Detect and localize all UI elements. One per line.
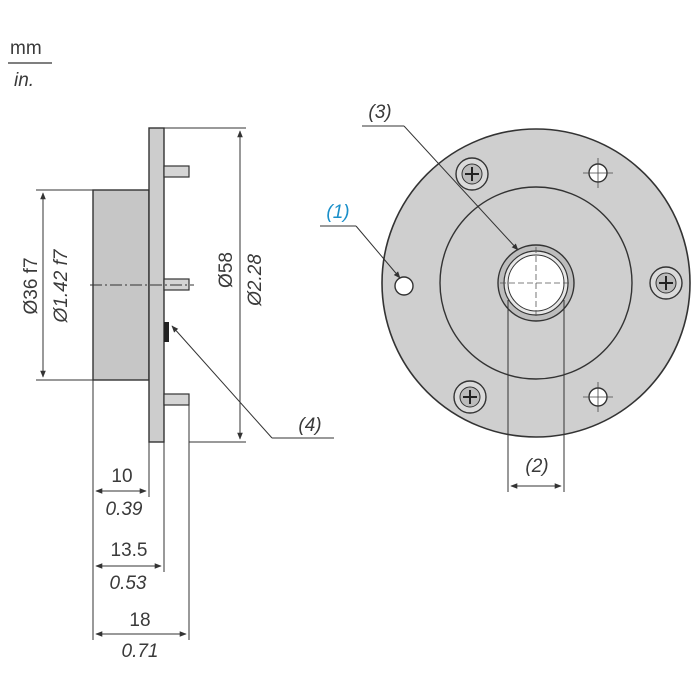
dim-10-in: 0.39 [106,499,143,520]
hole-left [394,276,414,296]
callout-3: (3) [368,102,391,123]
screw-head-bottom-left [453,380,487,414]
dim-18-mm: 18 [129,610,150,631]
leader-3 [403,125,519,251]
hole-top-right [583,158,613,188]
body-circle [439,186,633,380]
dim-13-5-mm: 13.5 [111,540,148,561]
callout-2: (2) [525,456,548,477]
leader-4 [171,325,273,439]
units-legend: mm in. [8,38,52,91]
dim-13-5-in: 0.53 [110,573,147,594]
unit-secondary: in. [14,70,34,91]
callout-1: (1) [326,202,349,223]
screw-bottom [163,393,190,406]
dim-flange-in: Ø2.28 [245,254,266,307]
front-view: (1) (3) (2) [320,102,691,492]
callout-4: (4) [298,415,321,436]
dim-body-in: Ø1.42 f7 [51,248,72,323]
dim-body-mm: Ø36 f7 [21,257,42,314]
hole-bottom-right [583,382,613,412]
unit-primary: mm [10,38,42,59]
dim-10-mm: 10 [111,466,132,487]
side-view: Ø36 f7 Ø1.42 f7 Ø58 Ø2.28 10 0.39 13.5 0… [21,127,334,662]
leader-1 [355,225,401,279]
screw-head-right [649,266,683,300]
dim-flange-mm: Ø58 [216,252,237,288]
front-face-strip [164,322,169,342]
screw-top [163,165,190,178]
screw-head-top-left [455,157,489,191]
dim-18-in: 0.71 [122,641,159,662]
